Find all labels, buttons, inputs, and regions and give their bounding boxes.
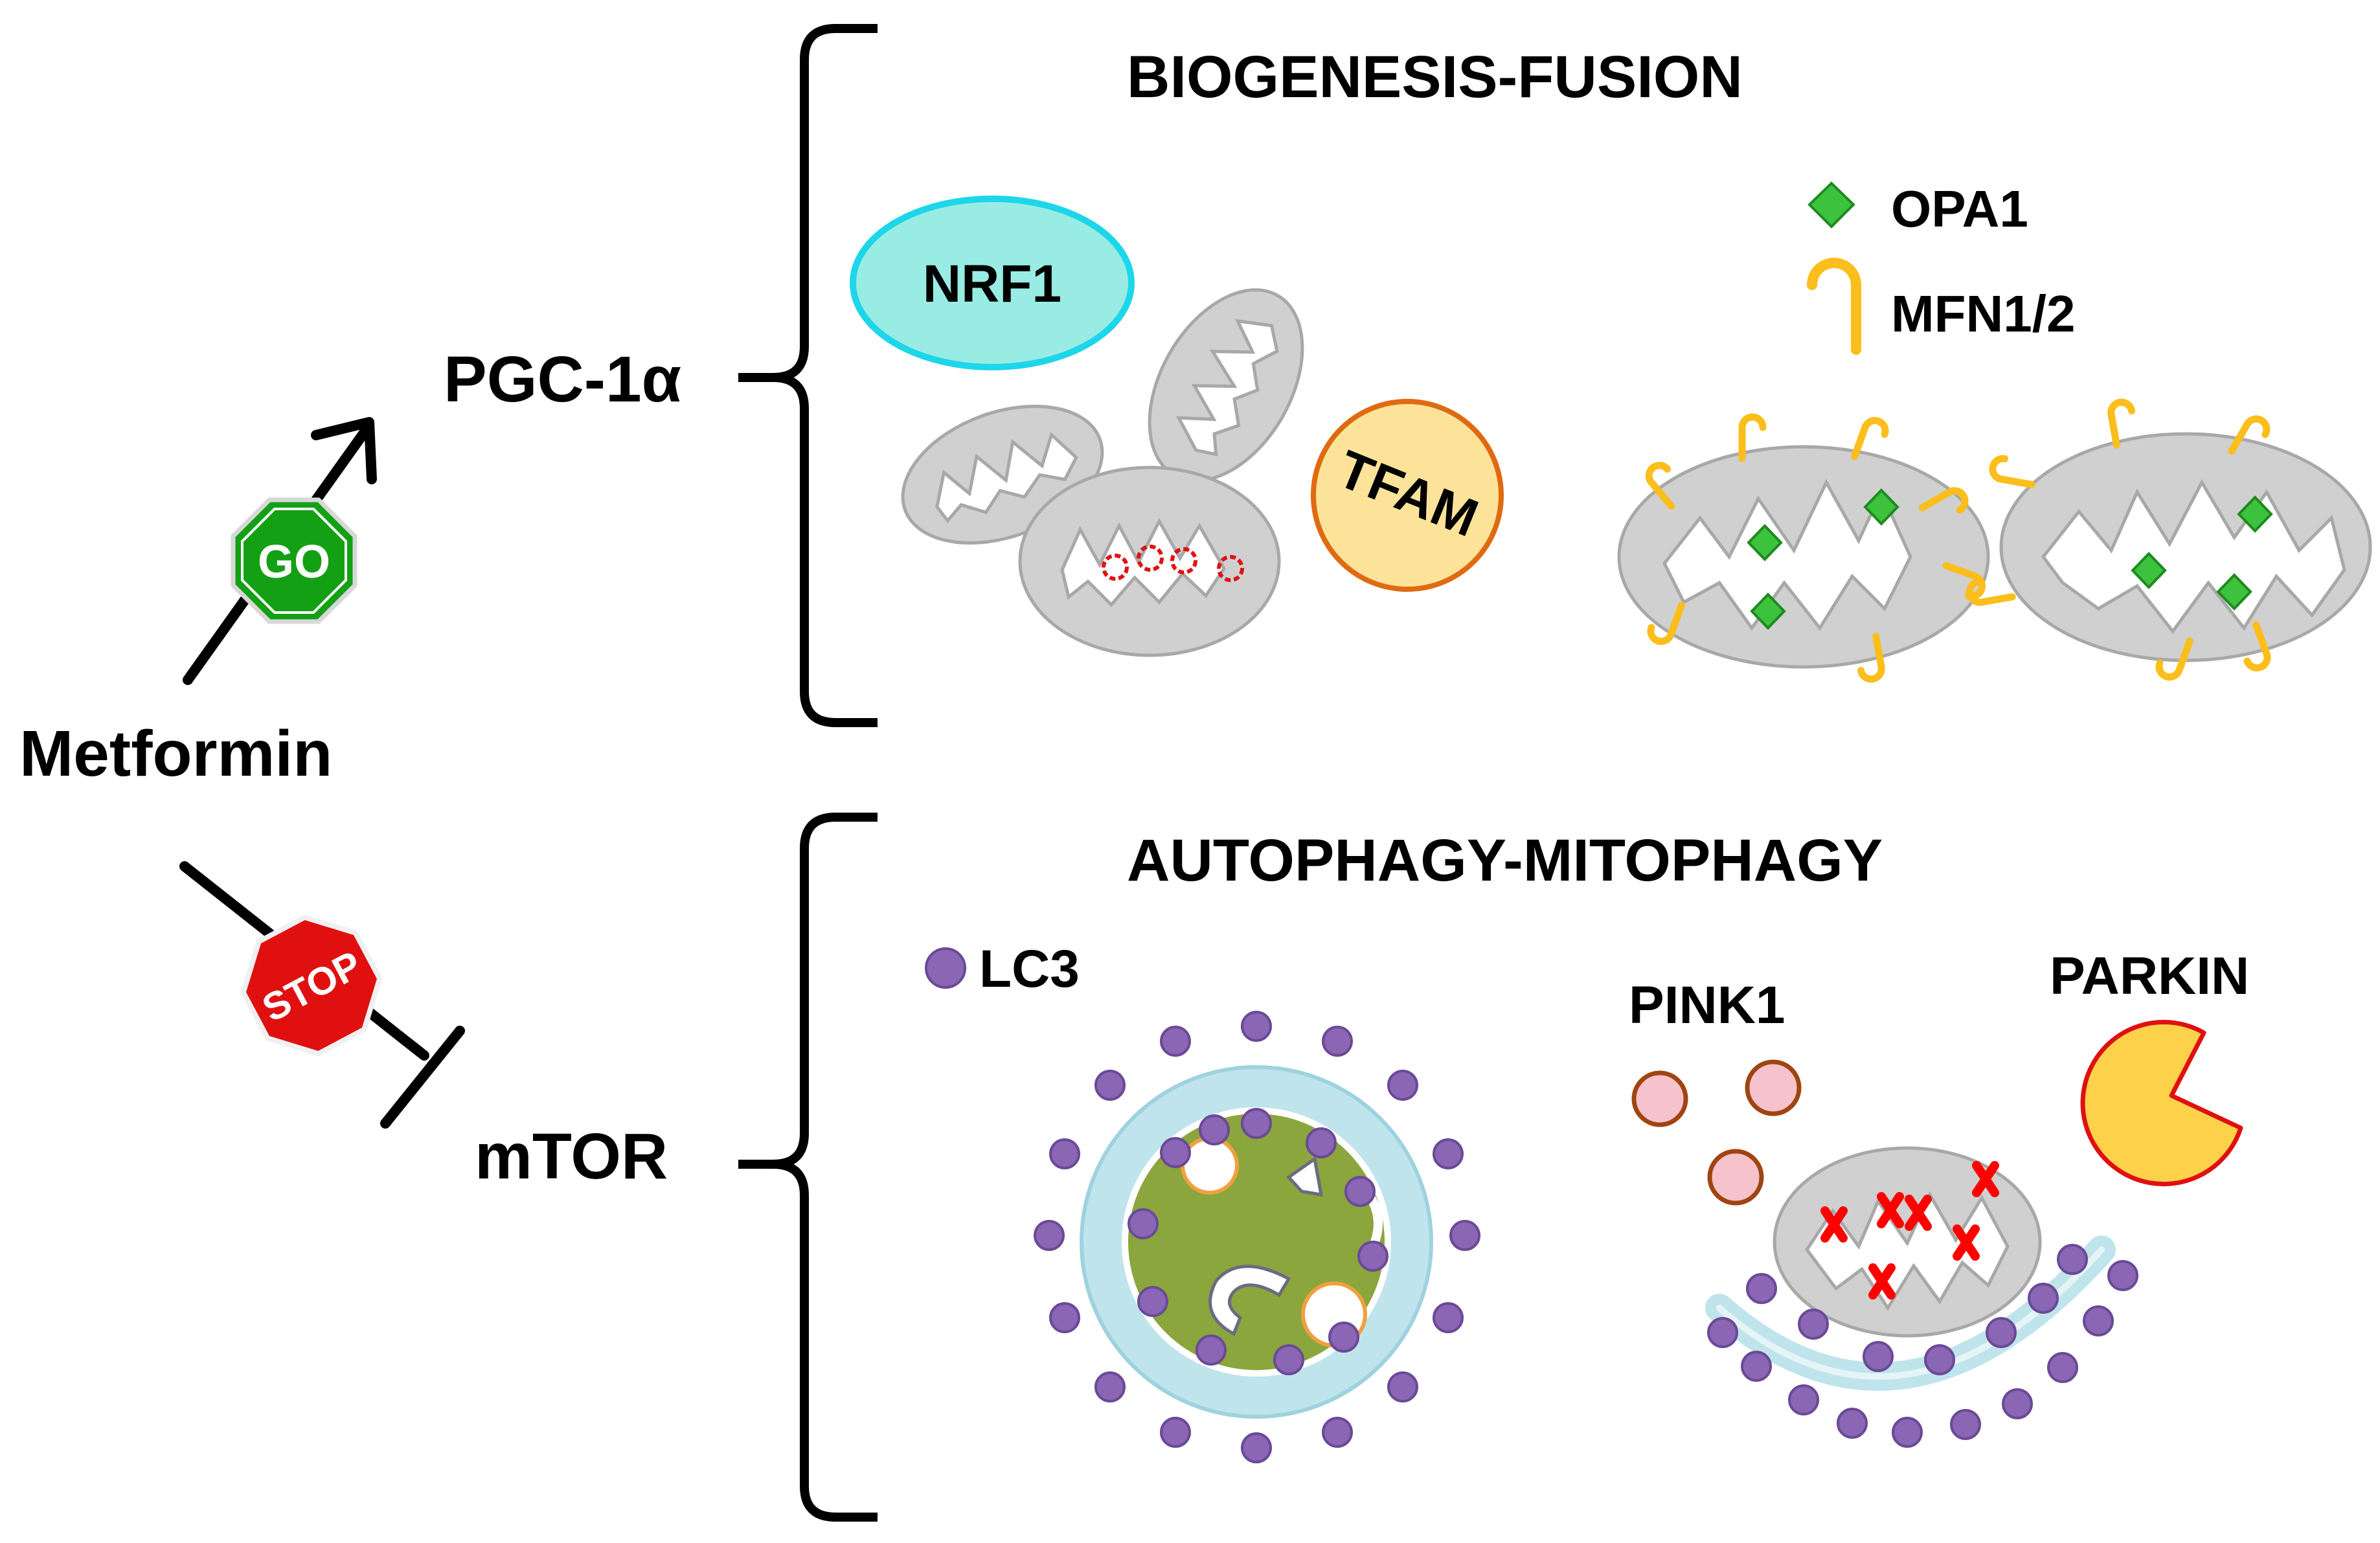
pink1-circles xyxy=(1631,1059,1802,1206)
tfam-circle: TFAM xyxy=(1311,399,1504,592)
pink1-label: PINK1 xyxy=(1629,976,1785,1035)
lc3-legend: LC3 xyxy=(925,940,1080,998)
vesicle-circle xyxy=(1181,1136,1239,1195)
nrf1-oval: NRF1 xyxy=(850,196,1135,370)
mitochondrion-mtdna xyxy=(1018,466,1281,657)
opa1-legend-label: OPA1 xyxy=(1891,180,2028,238)
opa1-diamond-icon xyxy=(1808,181,1855,229)
opa1-legend: OPA1 xyxy=(1808,180,2028,238)
mtdna-circles xyxy=(1102,545,1244,582)
opa1-markers xyxy=(1747,488,2273,630)
mfn-legend: MFN1/2 xyxy=(1807,258,2076,355)
parkin-pacman-icon xyxy=(2080,1020,2243,1187)
autophagy-title: AUTOPHAGY-MITOPHAGY xyxy=(1127,828,1883,894)
stop-sign: STOP xyxy=(240,914,383,1057)
lc3-legend-label: LC3 xyxy=(979,940,1080,998)
metformin-label: Metformin xyxy=(19,717,332,790)
lower-brace xyxy=(738,813,878,1522)
autophagosome xyxy=(1034,1011,1480,1463)
mtor-label: mTOR xyxy=(475,1120,668,1193)
debris-c-shape xyxy=(1208,1265,1291,1336)
damage-x-marks xyxy=(1820,1161,1999,1300)
go-sign-label: GO xyxy=(258,536,330,588)
phagophore xyxy=(1705,1235,2138,1448)
fusing-mitochondria xyxy=(1617,401,2372,681)
go-sign: GO xyxy=(231,497,357,624)
debris-fragment xyxy=(1286,1156,1324,1197)
mfn-legend-label: MFN1/2 xyxy=(1891,285,2076,343)
mfn-hook-icon xyxy=(1807,258,1861,355)
biogenesis-title: BIOGENESIS-FUSION xyxy=(1127,44,1743,110)
nrf1-label: NRF1 xyxy=(923,254,1061,313)
pgc1a-label: PGC-1α xyxy=(444,343,681,416)
damaged-mitochondrion xyxy=(1773,1146,2042,1338)
parkin-label: PARKIN xyxy=(2050,947,2249,1006)
lc3-dot-icon xyxy=(925,947,966,989)
upper-brace xyxy=(738,24,878,727)
